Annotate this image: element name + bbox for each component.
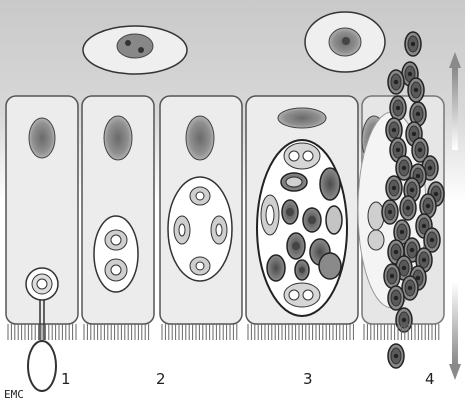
- parasite: [385, 175, 403, 201]
- parasite: [389, 95, 407, 121]
- stage-label-3: 3: [303, 370, 313, 388]
- logo-text: ЕМС: [4, 388, 24, 401]
- parasite: [423, 227, 441, 253]
- floating-cell-right: [304, 11, 386, 73]
- stage-label-2: 2: [156, 370, 166, 388]
- parasite: [393, 219, 411, 245]
- parasite: [399, 195, 417, 221]
- parasite: [407, 77, 425, 103]
- stage-label-1: 1: [61, 370, 71, 388]
- parasite: [381, 199, 399, 225]
- parasite: [387, 343, 405, 369]
- parasite: [415, 247, 433, 273]
- parasite: [395, 155, 413, 181]
- parasite: [387, 69, 405, 95]
- parasite: [411, 137, 429, 163]
- parasite: [419, 193, 437, 219]
- arrow-up-icon: [449, 52, 461, 150]
- stage-label-4: 4: [425, 370, 435, 388]
- cell-2: [81, 95, 155, 325]
- floating-cell-left: [82, 25, 188, 75]
- released-parasites: [381, 31, 445, 369]
- parasite: [409, 101, 427, 127]
- parasite: [387, 285, 405, 311]
- parasite: [385, 117, 403, 143]
- parasite: [383, 263, 401, 289]
- arrow-down-icon: [449, 282, 461, 380]
- cell-1: [5, 95, 79, 392]
- cell-4: [245, 95, 359, 325]
- cell-3: [159, 95, 243, 325]
- parasite: [401, 275, 419, 301]
- parasite: [404, 31, 422, 57]
- microvilli: [7, 324, 440, 340]
